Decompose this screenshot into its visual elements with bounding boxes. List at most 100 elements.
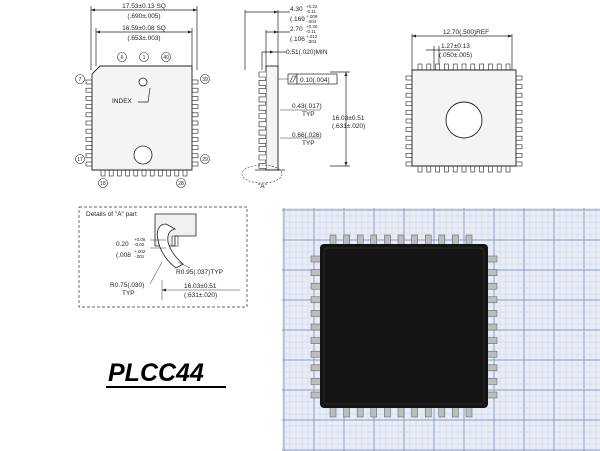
bottom-lead <box>488 63 493 71</box>
side-view-leads <box>258 71 266 169</box>
bottom-lead <box>405 127 413 132</box>
detail-span: 16.03±0.51 <box>184 283 217 290</box>
bottom-lead <box>435 63 440 71</box>
pin-label-39: 39 <box>200 74 210 84</box>
side-d1: 4.30 <box>290 6 303 13</box>
photo-lead <box>310 391 322 399</box>
bottom-lead <box>479 165 484 173</box>
pin-label-1: 1 <box>139 52 149 62</box>
top-outer-dim: 17.53±0.13 SQ <box>122 3 166 10</box>
svg-text:6: 6 <box>121 55 124 61</box>
photo-lead <box>486 282 498 290</box>
photo-lead <box>424 406 432 418</box>
bottom-lead <box>461 63 467 71</box>
photo-lead <box>310 323 322 331</box>
side-lead <box>258 96 266 103</box>
top-lead-right <box>191 137 199 142</box>
top-lead-bottom <box>166 169 171 177</box>
top-lead-left <box>85 96 93 101</box>
top-lead-right <box>191 128 199 134</box>
svg-text:1: 1 <box>143 55 146 61</box>
bottom-lead <box>417 165 423 173</box>
side-d1-in-tol-top: +.009 <box>306 14 318 19</box>
detail-r1: R0.95(.037)TYP <box>176 269 223 276</box>
detail-a-ref: "A" <box>258 183 268 190</box>
side-lead <box>258 121 266 128</box>
bottom-lead <box>405 135 413 141</box>
bottom-lead <box>405 118 413 124</box>
bottom-pitch-in: (.050±.005) <box>439 52 472 59</box>
bottom-lead <box>405 84 413 89</box>
bottom-lead <box>515 144 523 150</box>
photo-lead <box>424 234 432 246</box>
bottom-lead <box>515 75 523 81</box>
bottom-lead <box>405 110 413 115</box>
index-label: INDEX <box>112 98 133 105</box>
photo-lead <box>356 234 364 246</box>
photo-lead <box>329 406 337 418</box>
photo-lead <box>486 378 498 385</box>
side-d2-in-tol-bot: -.004 <box>306 39 317 44</box>
photo-lead <box>486 337 498 344</box>
top-lead-bottom <box>174 169 180 177</box>
bottom-lead <box>488 165 493 173</box>
photo-lead <box>486 391 498 399</box>
pin-label-28: 28 <box>176 178 186 188</box>
side-lead <box>258 146 266 152</box>
side-d1-tol-top: +0.22 <box>306 4 318 9</box>
photo-lead <box>486 310 498 317</box>
side-lead <box>258 80 266 86</box>
photo-lead <box>411 234 418 246</box>
detail-a-view: Details of "A" part 0.20 +0.05 -0.02 (.0… <box>78 206 248 308</box>
side-d2-tol-top: +0.30 <box>306 24 318 29</box>
bottom-lead <box>452 165 458 173</box>
top-lead-left <box>85 161 93 167</box>
bottom-lead <box>444 63 449 71</box>
side-d2: 2.70 <box>290 26 303 33</box>
photo-lead <box>486 364 498 372</box>
bottom-lead <box>515 161 523 167</box>
svg-text:17: 17 <box>77 157 83 163</box>
bottom-lead <box>444 165 449 173</box>
photo-lead <box>465 234 473 246</box>
bottom-lead <box>505 63 511 71</box>
photo-lead <box>465 406 473 418</box>
side-d2-tol-bot: -0.11 <box>306 29 316 34</box>
photo-lead <box>438 234 446 246</box>
detail-r2-typ: TYP <box>122 290 135 297</box>
side-lead <box>258 154 266 161</box>
top-lead-left <box>85 145 93 150</box>
side-min: 0.51(.020)MIN <box>286 49 328 56</box>
top-lead-left <box>85 137 93 142</box>
photo-lead <box>452 406 459 418</box>
detail-thick-in-tol-bot: -.001 <box>134 254 145 259</box>
top-view-leads <box>85 79 199 177</box>
bottom-lead <box>405 101 413 107</box>
side-view: 4.30 +0.22 -0.11 (.169 +.009 -.004 2.70 … <box>241 4 365 190</box>
photo-lead <box>486 255 498 263</box>
bottom-lead <box>515 135 523 141</box>
bottom-lead <box>470 165 476 173</box>
top-lead-right <box>191 161 199 167</box>
top-lead-bottom <box>149 169 155 177</box>
side-d2-in-tol-top: +.012 <box>306 34 318 39</box>
bottom-lead <box>405 153 413 158</box>
side-d1-tol-bot: -0.11 <box>306 9 316 14</box>
svg-text:29: 29 <box>202 157 208 163</box>
photo-lead <box>310 296 322 304</box>
top-lead-bottom <box>100 169 106 177</box>
top-lead-right <box>191 79 199 85</box>
svg-text:28: 28 <box>178 181 184 187</box>
side-pitch: 0.66(.026) <box>292 132 322 139</box>
svg-text:39: 39 <box>202 77 208 83</box>
detail-thick-tol-bot: -0.02 <box>134 242 145 247</box>
photo-lead <box>310 282 322 290</box>
photo-lead <box>310 310 322 317</box>
top-lead-right <box>191 104 199 109</box>
top-lead-right <box>191 153 199 159</box>
photo-lead <box>310 269 322 276</box>
bottom-lead <box>496 165 502 173</box>
bottom-lead <box>515 127 523 132</box>
top-lead-right <box>191 112 199 118</box>
